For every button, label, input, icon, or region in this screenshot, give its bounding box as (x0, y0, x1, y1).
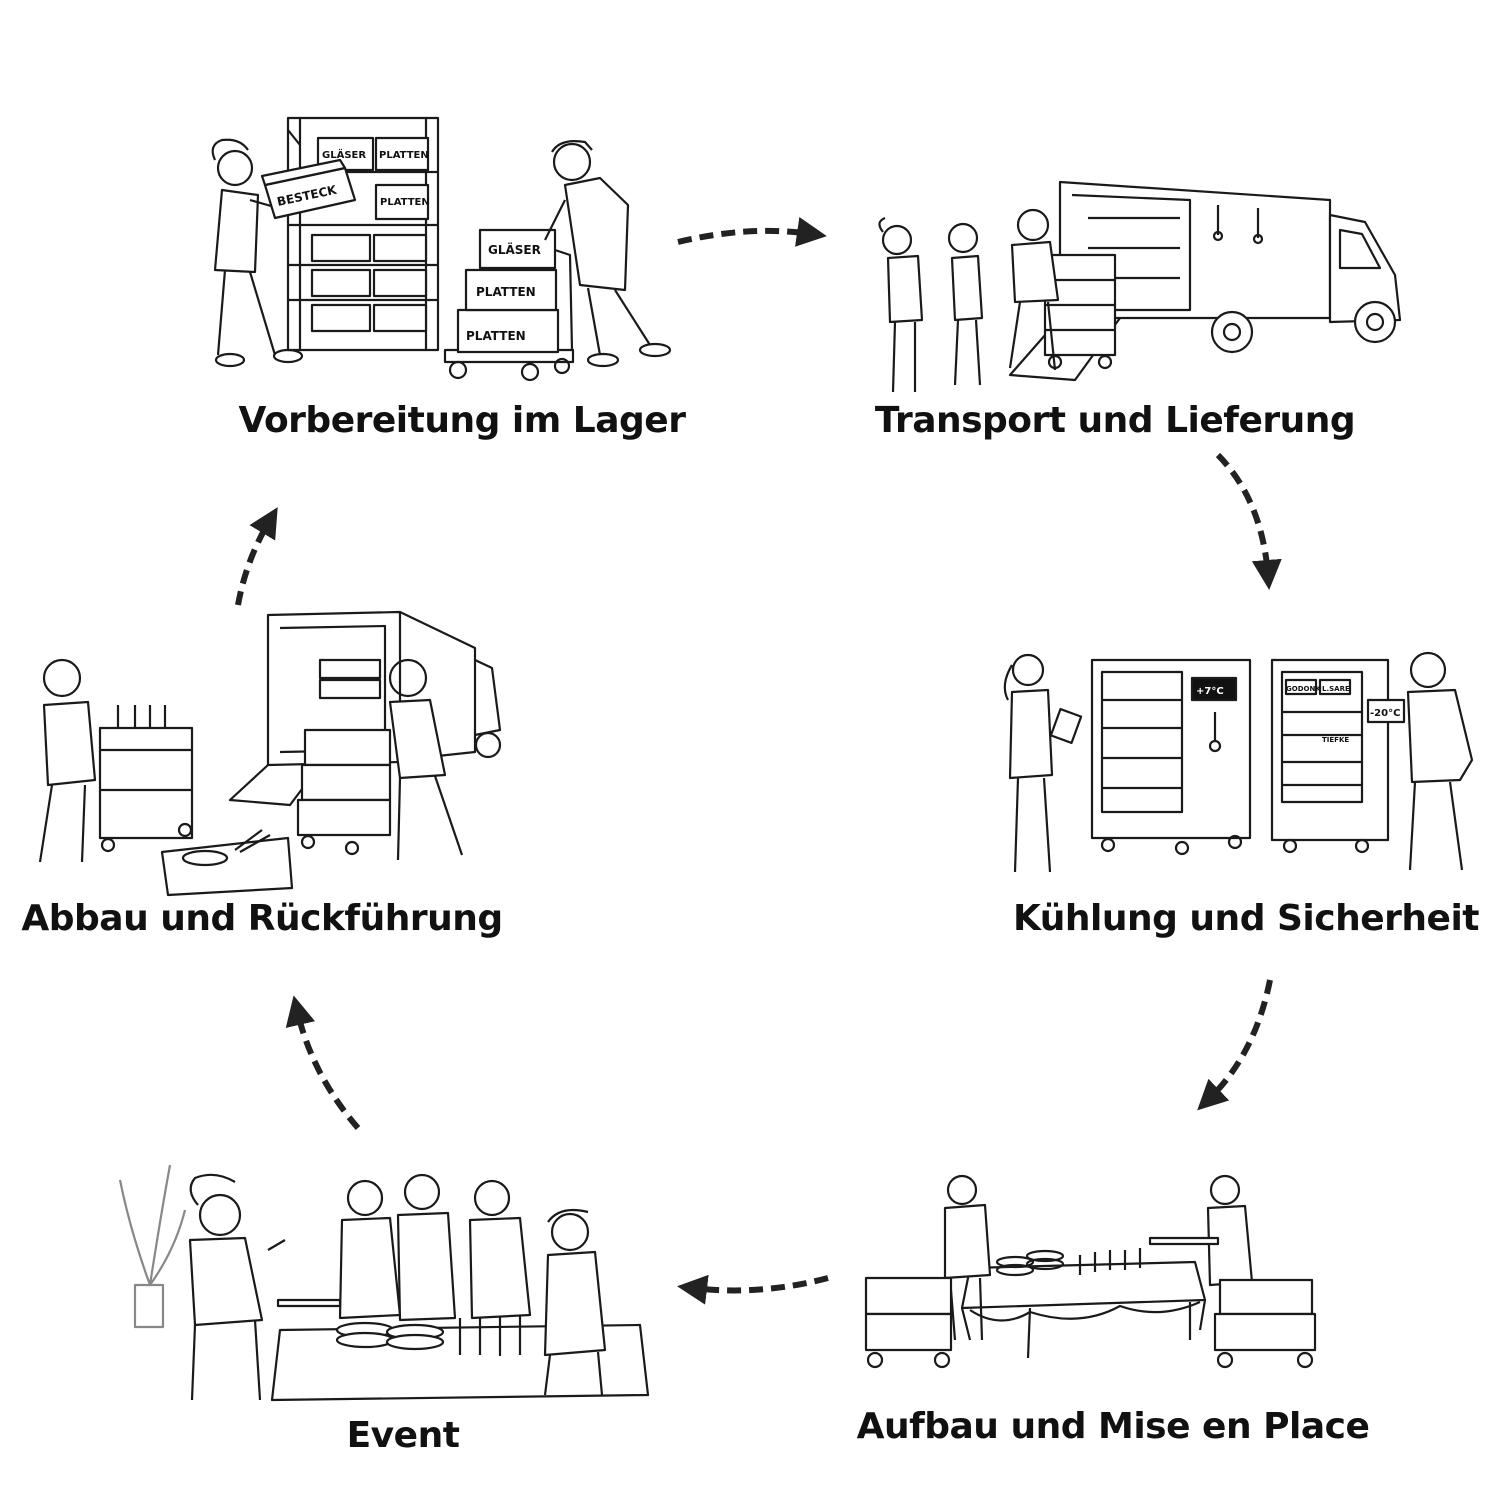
illustration-transport (878, 180, 1402, 393)
arrow-lager-to-transport (677, 217, 827, 247)
plates-event-icon (335, 1321, 445, 1351)
flow-arrows (235, 217, 1282, 1305)
crates-right-icon (1213, 1278, 1317, 1369)
arrow-event-to-abbau (285, 995, 361, 1130)
staff-man-inspector-icon (1406, 651, 1474, 871)
stage-label-transport: Transport und Lieferung (874, 400, 1356, 441)
plant-icon (118, 1164, 187, 1329)
illustration-lager: GLÄSER PLATTEN PLATTEN BESTECK (211, 116, 672, 382)
bin-dirty-dishes-icon (160, 829, 294, 897)
illustration-abbau (38, 610, 502, 897)
arrow-transport-to-kuehlung (1215, 452, 1282, 590)
stage-label-event: Event (346, 1415, 460, 1456)
box-label-platten-cart: PLATTEN (476, 285, 536, 299)
stage-label-aufbau: Aufbau und Mise en Place (856, 1406, 1370, 1447)
delivery-man-icon (1008, 208, 1060, 371)
worker-man-abbau-icon (388, 658, 464, 861)
fridge-plus-icon (1090, 658, 1252, 856)
worker-man-icon (544, 140, 672, 368)
stage-label-lager: Vorbereitung im Lager (238, 400, 686, 441)
guests-group-icon (338, 1173, 532, 1322)
staff-cap-woman-icon (543, 1208, 607, 1396)
arrow-abbau-to-lager (235, 507, 278, 606)
fridge-tag-3: TIEFKE (1322, 736, 1349, 744)
arrow-kuehlung-to-aufbau (1197, 979, 1273, 1111)
staff-woman-abbau-icon (38, 658, 97, 863)
fridge-temp-minus: -20°C (1370, 708, 1400, 719)
wine-glasses-icon (1078, 1248, 1142, 1275)
trolley-glasses-icon (98, 705, 194, 853)
fridge-tag-2: L.SARE (1322, 685, 1350, 693)
box-label-glaeser-cart: GLÄSER (488, 242, 541, 257)
cart-with-boxes-icon (443, 228, 575, 382)
truck-icon (1008, 180, 1402, 382)
box-label-platten-shelf: PLATTEN (379, 150, 429, 161)
thermometer-device-icon (1366, 698, 1406, 724)
arrow-aufbau-to-event (677, 1274, 829, 1305)
rack-trolley-icon (1043, 253, 1117, 370)
box-label-platten-shelf-2: PLATTEN (380, 197, 430, 208)
box-label-glaeser-shelf: GLÄSER (322, 147, 366, 161)
stage-label-abbau: Abbau und Rückführung (21, 898, 503, 939)
shelf-icon (286, 116, 440, 352)
fridge-minus-icon (1270, 658, 1390, 854)
worker-woman-icon (211, 138, 304, 368)
illustration-aufbau (864, 1174, 1317, 1369)
box-label-platten-cart-2: PLATTEN (466, 329, 526, 343)
banquet-table-icon (960, 1260, 1207, 1359)
fridge-tag-1: GODONK (1286, 685, 1321, 693)
staff-woman-1-icon (878, 216, 924, 393)
fridge-temp-plus: +7°C (1196, 686, 1224, 697)
waitress-bottle-icon (188, 1173, 342, 1401)
staff-woman-tablet-icon (1003, 653, 1083, 873)
illustration-event (118, 1164, 650, 1402)
staff-woman-2-icon (947, 222, 984, 386)
stage-label-kuehlung: Kühlung und Sicherheit (1013, 898, 1479, 939)
illustration-kuehlung: +7°C GODONK L.SARE TIEFKE -20°C (1003, 651, 1474, 873)
box-besteck-icon (260, 158, 357, 220)
crates-left-icon (864, 1276, 953, 1369)
plate-stack-icon (995, 1249, 1065, 1277)
glasses-event-icon (458, 1315, 522, 1356)
crates-cart-abbau-icon (296, 728, 392, 856)
